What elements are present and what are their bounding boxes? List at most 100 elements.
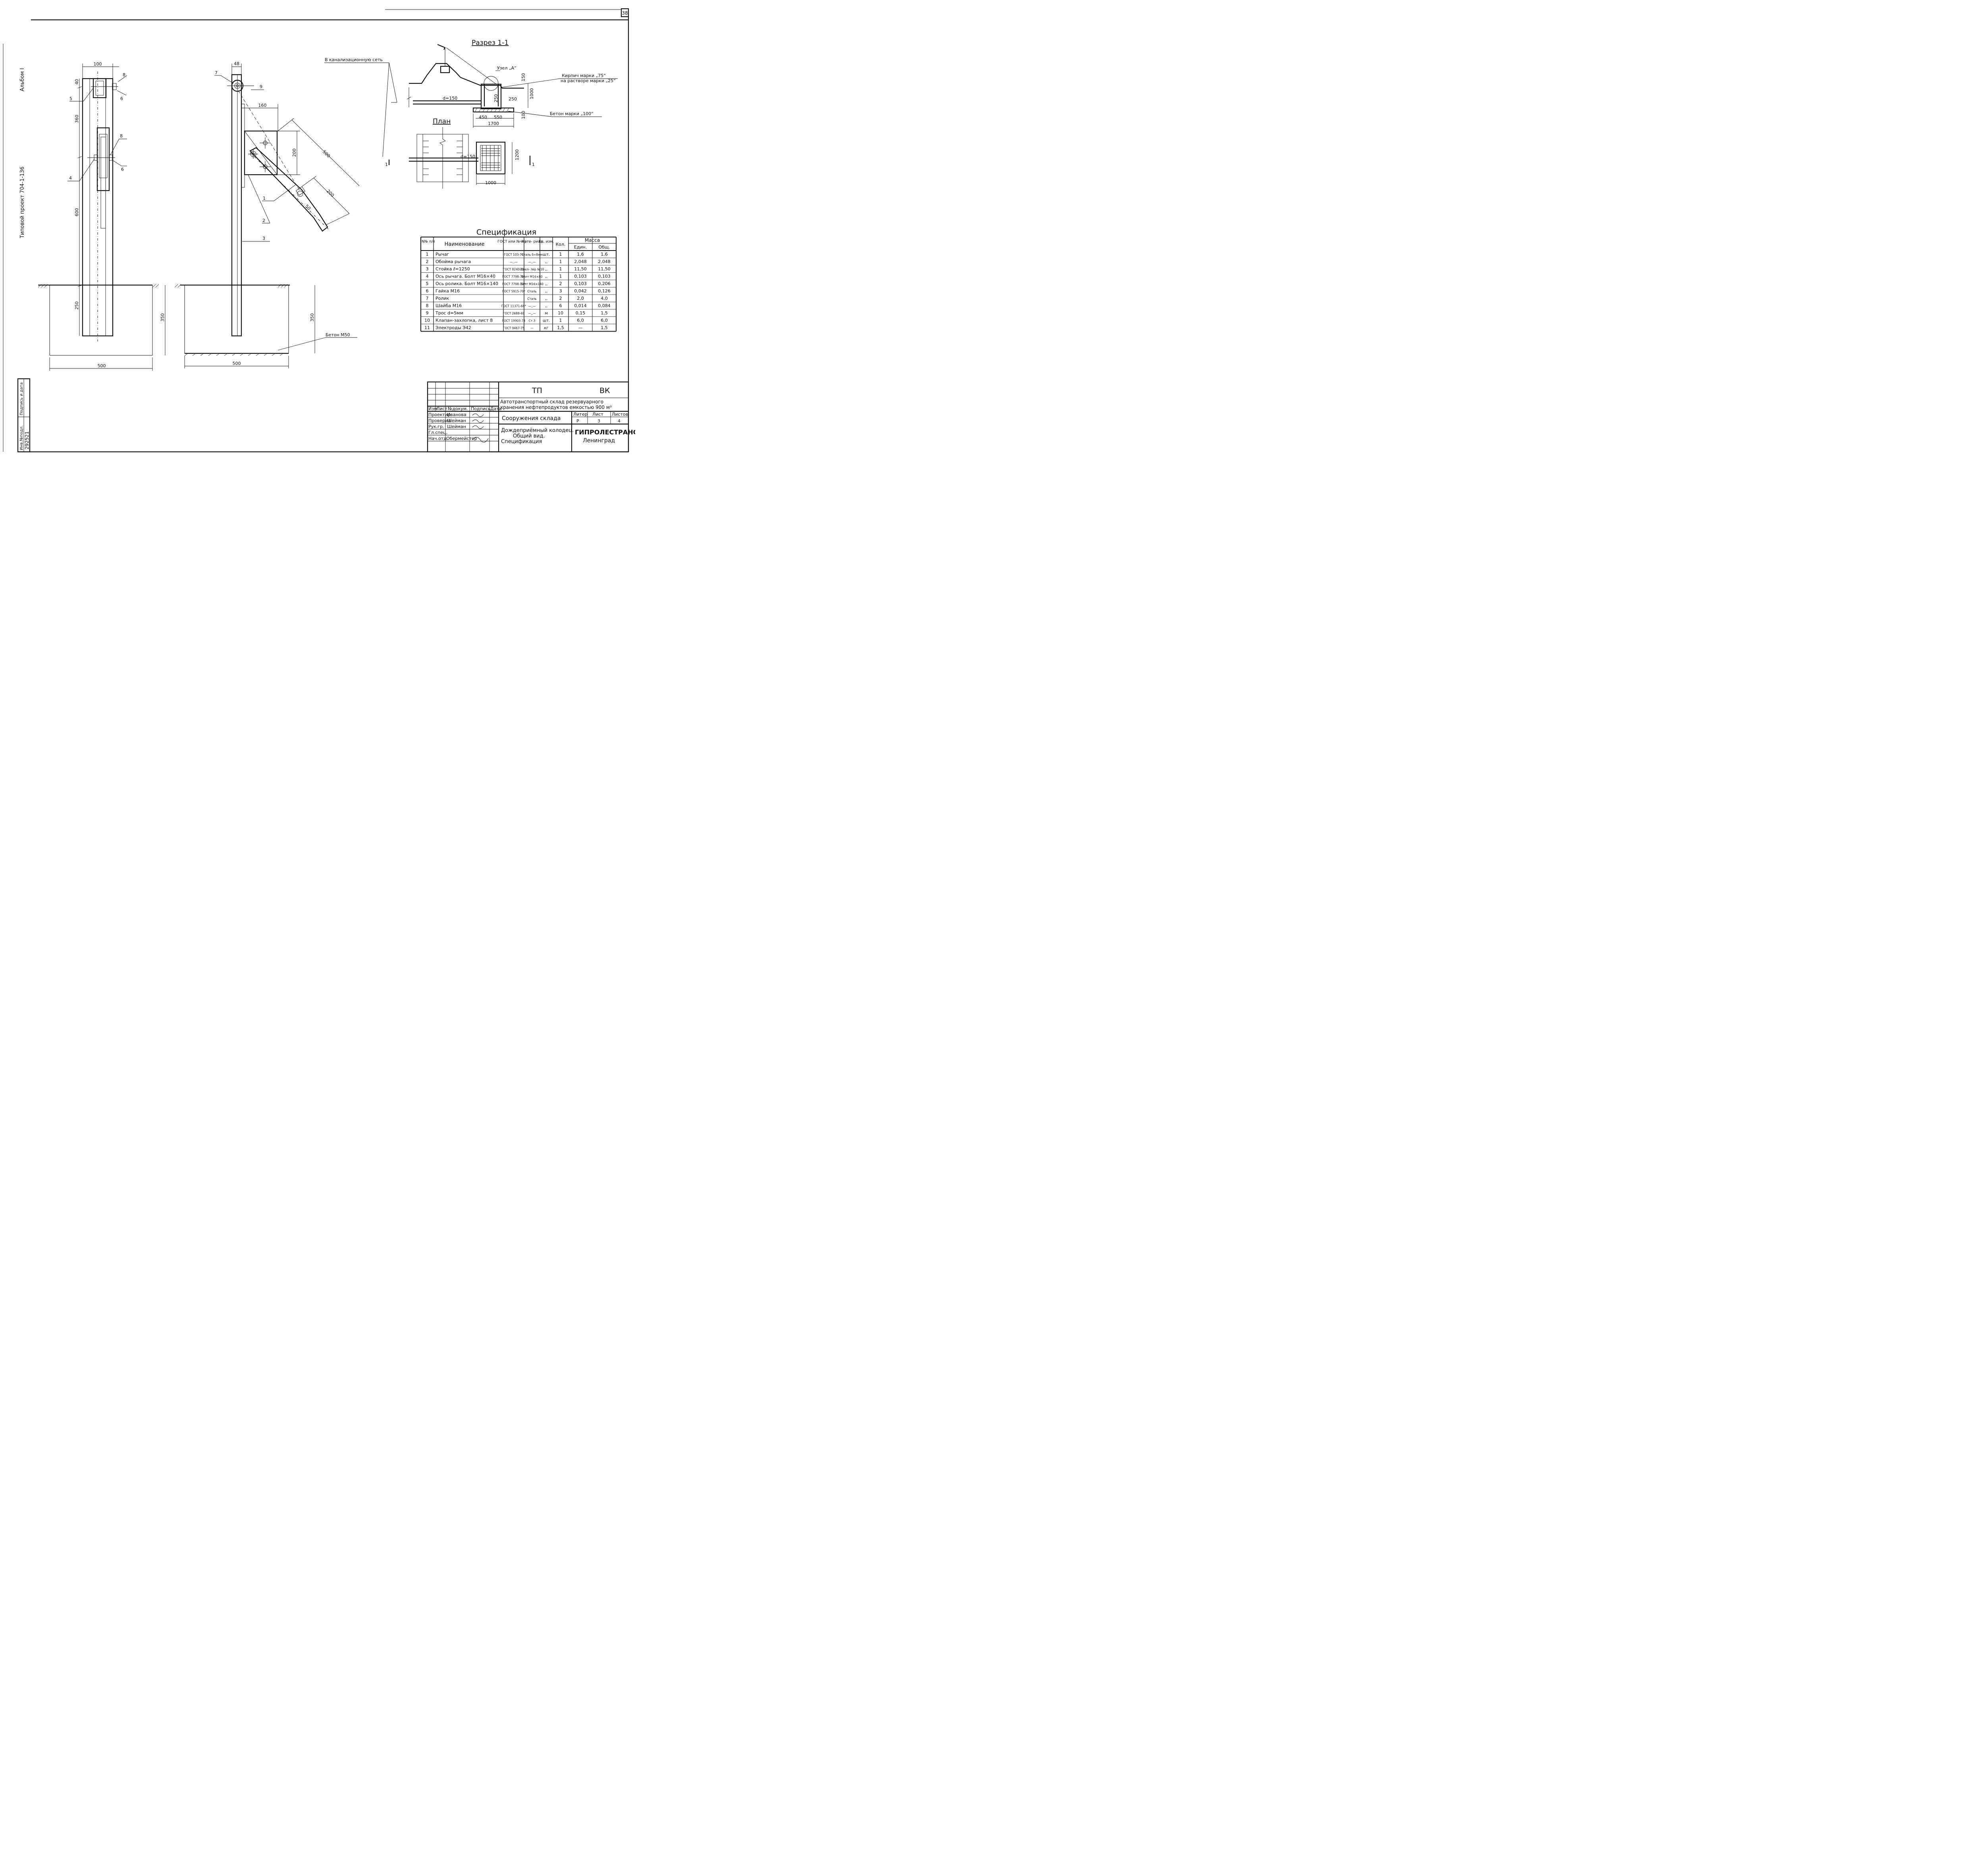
spec-row-num: 10 <box>424 318 430 323</box>
sheet-number-box <box>621 8 629 17</box>
spec-row-mass-unit: 0,15 <box>576 310 586 316</box>
svg-text:d=150: d=150 <box>461 154 475 159</box>
spec-row-material: —,,— <box>528 260 536 264</box>
spec-header-mass-total: Общ. <box>598 245 610 250</box>
svg-text:Автотранспортный склад резерву: Автотранспортный склад резервуарного <box>500 399 603 405</box>
svg-text:5: 5 <box>69 96 72 101</box>
svg-text:№докум.: №докум. <box>448 406 468 411</box>
spec-row-gost: —,,— <box>510 260 518 264</box>
spec-row-material: Болт М16×80 <box>521 275 542 279</box>
project-label: Типовой проект 704-1-136 <box>19 166 25 239</box>
svg-text:9: 9 <box>260 84 262 89</box>
svg-text:1: 1 <box>532 162 535 167</box>
spec-row-qty: 1 <box>559 318 562 323</box>
svg-text:48: 48 <box>234 61 239 66</box>
svg-text:40: 40 <box>74 79 79 85</box>
spec-header-mass-unit: Един. <box>574 245 587 250</box>
svg-text:Лист: Лист <box>592 412 603 417</box>
spec-row-name: Ось рычага. Болт М16×40 <box>436 274 495 279</box>
spec-row-mass-total: 0,126 <box>598 289 611 294</box>
section-title: Разрез 1-1 <box>472 39 509 47</box>
spec-row-qty: 2 <box>559 281 562 286</box>
svg-text:600: 600 <box>74 208 79 216</box>
spec-row-mass-unit: 1,6 <box>577 252 584 257</box>
svg-text:d=150: d=150 <box>443 96 457 101</box>
spec-row-unit: ,, <box>545 297 547 301</box>
spec-row-num: 1 <box>426 252 429 257</box>
spec-row-gost: ГОСТ 2688-69 <box>503 312 524 315</box>
svg-text:Узел „А“: Узел „А“ <box>497 66 516 71</box>
spec-row-num: 7 <box>426 296 429 301</box>
svg-text:Спецификация: Спецификация <box>501 439 542 445</box>
spec-row-material: Сталь <box>527 297 536 301</box>
svg-text:160: 160 <box>258 103 267 108</box>
svg-text:Лист: Лист <box>436 406 447 411</box>
spec-row-material: —,,— <box>528 305 536 308</box>
spec-row-mass-unit: 0,103 <box>574 281 587 286</box>
svg-text:Шейман: Шейман <box>447 418 466 423</box>
svg-text:Дата: Дата <box>490 406 501 411</box>
spec-row-name: Гайка М16 <box>436 289 460 294</box>
spec-row-mass-total: 11,50 <box>598 266 611 272</box>
spec-row-gost: ГОСТ 103-76 <box>504 253 523 256</box>
spec-header-name: Наименование <box>444 241 484 247</box>
code-right: ВК <box>599 386 610 395</box>
spec-row-gost: ГОСТ 11371-68* <box>501 305 526 308</box>
svg-text:500: 500 <box>98 363 106 368</box>
spec-row-mass-unit: 2,048 <box>574 259 587 264</box>
svg-text:Литер: Литер <box>573 412 588 417</box>
spec-row-unit: ,, <box>545 267 547 272</box>
svg-text:Подпись: Подпись <box>471 406 490 411</box>
spec-row-mass-total: 0,103 <box>598 274 611 279</box>
svg-text:на растворе марки „25“: на растворе марки „25“ <box>561 78 616 83</box>
spec-row-gost: ГОСТ 9467-75 <box>503 326 524 330</box>
spec-row-unit: ,, <box>545 282 547 286</box>
spec-title: Спецификация <box>476 228 536 237</box>
spec-row-unit: м <box>545 311 548 316</box>
svg-text:3: 3 <box>597 418 600 424</box>
spec-row-gost: ГОСТ 7798-70* <box>502 282 525 286</box>
spec-row-num: 6 <box>426 289 429 294</box>
spec-row-gost: ГОСТ 8240-72 <box>503 268 524 271</box>
svg-text:Изм: Изм <box>428 406 437 411</box>
spec-row-material: Сталь <box>527 290 536 293</box>
spec-row-unit: кг <box>544 326 548 330</box>
spec-row-name: Обойма рычага <box>436 259 471 264</box>
svg-text:8: 8 <box>120 133 123 139</box>
svg-text:200: 200 <box>326 189 335 198</box>
code-left: ТП <box>532 386 542 395</box>
spec-header-unit: Ед. изм. <box>539 240 554 244</box>
svg-text:250: 250 <box>509 96 517 102</box>
spec-row-material: Сталь δ=8мм <box>522 253 543 256</box>
spec-row-unit: ,, <box>545 260 547 264</box>
section-name: Сооружения склада <box>502 415 561 422</box>
svg-text:Инв.№подл.: Инв.№подл. <box>19 425 24 450</box>
svg-text:6: 6 <box>121 167 124 172</box>
org-city: Ленинград <box>583 438 615 444</box>
spec-row-gost: ГОСТ 7798-70* <box>502 275 525 279</box>
spec-row-unit: ,, <box>545 289 547 294</box>
spec-row-gost: ГОСТ 5915-70* <box>502 290 525 293</box>
spec-row-num: 4 <box>426 274 429 279</box>
drawing-sheet: 38 Альбом I Типовой проект 704-1-136 Инв… <box>3 8 635 453</box>
spec-row-unit: шт. <box>543 253 550 257</box>
spec-row-name: Стойка ℓ=1250 <box>436 266 470 272</box>
svg-text:1000: 1000 <box>529 88 534 99</box>
svg-text:360: 360 <box>74 115 79 123</box>
spec-row-mass-total: 6,0 <box>601 318 608 323</box>
svg-text:Проектир: Проектир <box>428 412 451 417</box>
svg-text:Иванова: Иванова <box>447 412 466 417</box>
spec-row-material: —,,— <box>528 312 536 315</box>
spec-row-material: — <box>530 326 534 330</box>
svg-text:хранения нефтепродуктов емкост: хранения нефтепродуктов емкостью 900 м³ <box>500 405 612 410</box>
svg-text:4: 4 <box>69 175 72 181</box>
spec-row-qty: 2 <box>559 296 562 301</box>
spec-row-qty: 1 <box>559 259 562 264</box>
spec-row-num: 2 <box>426 259 429 264</box>
svg-text:200: 200 <box>292 148 297 157</box>
spec-row-qty: 3 <box>559 289 562 294</box>
spec-row-num: 3 <box>426 266 429 272</box>
svg-text:1: 1 <box>385 162 388 167</box>
spec-row-mass-unit: 0,014 <box>574 303 587 308</box>
